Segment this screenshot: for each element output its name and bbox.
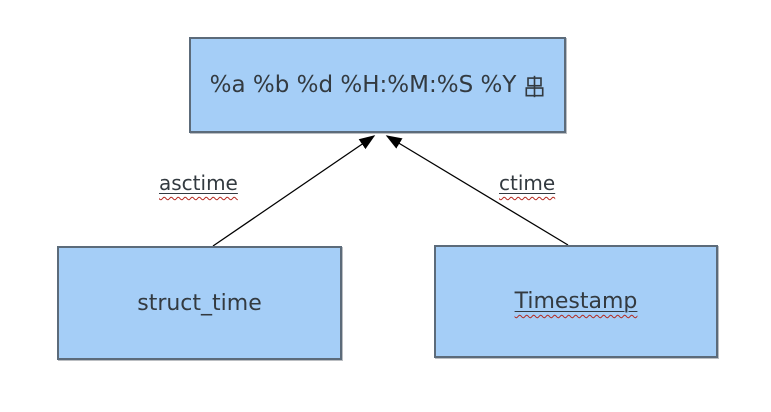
node-timestamp-link-text[interactable]: Timestamp (514, 289, 638, 314)
node-format-string-label: %a %b %d %H:%M:%S %Y (210, 72, 546, 98)
node-timestamp[interactable]: Timestamp (434, 245, 718, 358)
edge-label-asctime: asctime (159, 171, 238, 195)
node-timestamp-label: Timestamp (515, 289, 638, 314)
edge-label-ctime-text[interactable]: ctime (499, 171, 556, 195)
node-struct-time-label: struct_time (137, 290, 262, 316)
edge-label-ctime: ctime (499, 171, 555, 195)
format-string-text: %a %b %d %H:%M:%S %Y (209, 72, 517, 98)
node-format-string[interactable]: %a %b %d %H:%M:%S %Y (189, 37, 566, 133)
cjk-string-glyph (525, 75, 544, 97)
edge-asctime-line[interactable] (212, 135, 376, 247)
edge-label-asctime-text[interactable]: asctime (159, 171, 238, 195)
node-struct-time[interactable]: struct_time (57, 246, 342, 360)
edge-ctime-line[interactable] (385, 135, 569, 246)
